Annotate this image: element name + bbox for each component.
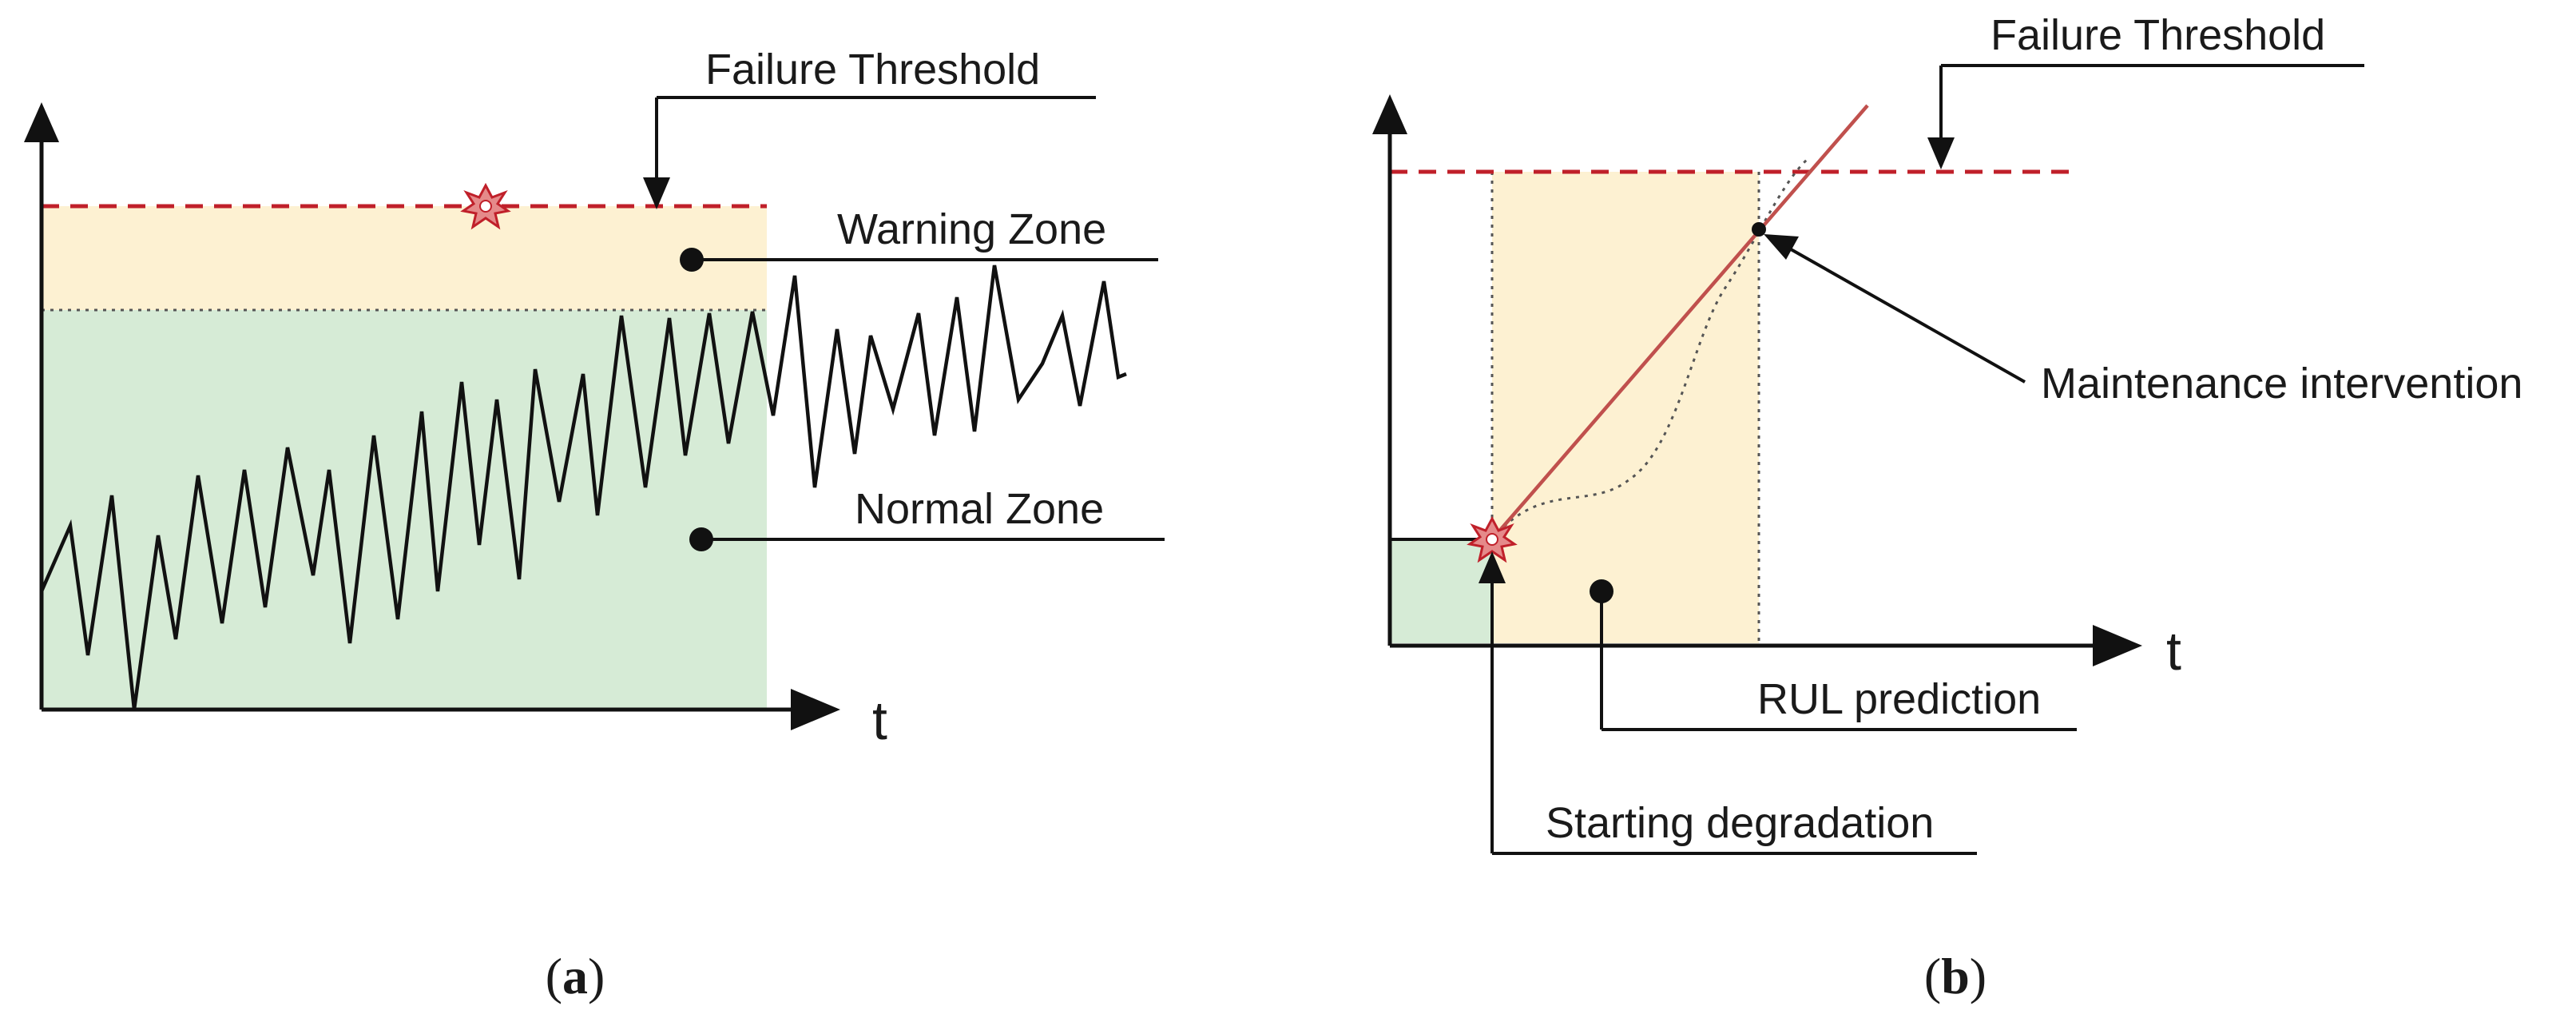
- maintenance-callout-line: [1784, 245, 2026, 384]
- degradation-signal: [39, 264, 1127, 710]
- failure-threshold-label: Failure Threshold: [705, 46, 1040, 93]
- caption-a-letter: a: [562, 948, 588, 1004]
- normal-phase-area: [1390, 539, 1492, 643]
- failure-threshold-label-b: Failure Threshold: [1991, 11, 2325, 59]
- intervention-point: [1752, 222, 1766, 237]
- failure-threshold-callout-arrow: [643, 177, 670, 209]
- starting-degradation-label: Starting degradation: [1546, 799, 1934, 847]
- predicted-trend-line: [1490, 104, 1869, 541]
- maintenance-callout-arrow: [1764, 234, 1799, 260]
- starting-degradation-arrow: [1479, 551, 1506, 583]
- caption-b: (b): [1924, 948, 1987, 1004]
- x-axis-arrowhead: [791, 689, 840, 730]
- y-axis-arrowhead-b: [1372, 94, 1407, 134]
- warning-zone-label: Warning Zone: [837, 205, 1106, 253]
- normal-zone-area: [42, 310, 767, 710]
- y-axis-arrowhead: [24, 102, 59, 142]
- maintenance-intervention-label: Maintenance intervention: [2041, 360, 2522, 408]
- panel-b: t Failure Threshold Maintenance interven…: [1372, 11, 2522, 855]
- actual-degradation-curve: [1490, 158, 1808, 540]
- x-axis-label: t: [872, 690, 887, 751]
- rul-prediction-label: RUL prediction: [1757, 675, 2041, 723]
- normal-zone-label: Normal Zone: [855, 485, 1104, 533]
- rul-prediction-area: [1492, 172, 1759, 643]
- caption-b-letter: b: [1941, 948, 1970, 1004]
- failure-point-burst: [460, 182, 511, 230]
- x-axis-arrowhead-b: [2093, 625, 2142, 666]
- caption-a: (a): [546, 948, 605, 1004]
- x-axis-label-b: t: [2166, 621, 2181, 682]
- warning-zone-area: [42, 206, 767, 310]
- failure-threshold-callout-arrow-b: [1927, 137, 1955, 169]
- panel-a: t Failure Threshold Warning Zone Normal …: [24, 46, 1165, 751]
